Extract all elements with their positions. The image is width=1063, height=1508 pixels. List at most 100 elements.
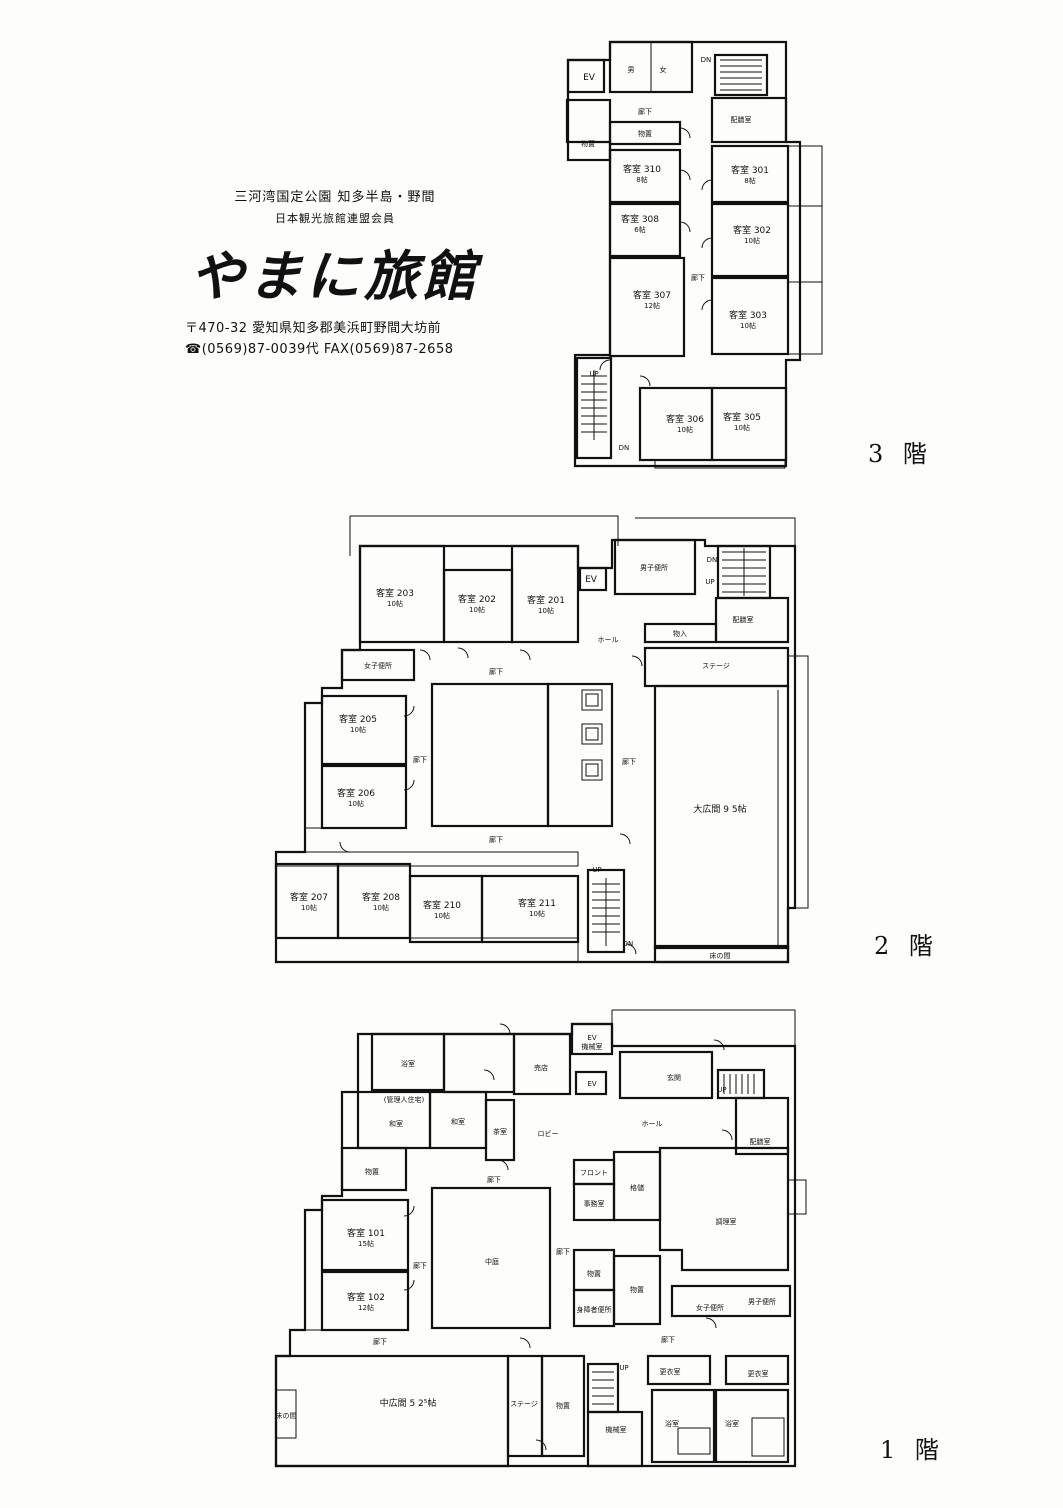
floor-2-plan: EV 男子便所 DN UP 配膳室 物入 ホール ステージ 女子便所 廊下 廊下… xyxy=(274,515,809,964)
floor-2-label: 2 階 xyxy=(874,932,939,960)
f3-female-wc-label: 女 xyxy=(660,65,667,74)
park-line: 三河湾国定公園 知多半島・野間 xyxy=(234,190,436,205)
f2-up2-label: UP xyxy=(592,866,601,874)
f1-bath1-label: 浴室 xyxy=(665,1419,679,1428)
room-206-label: 客室 206 xyxy=(337,787,375,799)
f1-hall3-label: 廊下 xyxy=(556,1247,570,1256)
f1-washitsu2-label: 和室 xyxy=(451,1117,465,1126)
f2-storage-label: 物入 xyxy=(673,629,687,638)
room-303-label: 客室 303 xyxy=(729,309,767,321)
f2-dn2-label: DN xyxy=(623,940,634,948)
phone-fax: ☎(0569)87-0039代 FAX(0569)87-2658 xyxy=(185,342,454,357)
f1-dressing2-label: 更衣室 xyxy=(748,1369,769,1378)
floor-1-label: 1 階 xyxy=(880,1436,945,1464)
f1-storage2-label: 物置 xyxy=(587,1269,601,1278)
f3-hall-mid-label: 廊下 xyxy=(691,273,705,282)
f2-hall4-label: 廊下 xyxy=(489,835,503,844)
f1-kitchen-label: 調理室 xyxy=(716,1217,737,1226)
f3-dn-bottom-label: DN xyxy=(619,444,630,452)
f1-manager-label: (管理人住宅) xyxy=(384,1095,425,1104)
room-208-label: 客室 208 xyxy=(362,891,400,903)
ryokan-logo: やまに旅館 xyxy=(190,244,480,308)
f2-pantry-label: 配膳室 xyxy=(733,615,754,624)
f1-shop-label: 売店 xyxy=(534,1063,548,1072)
f1-up2-label: UP xyxy=(619,1364,628,1372)
room-201-label: 客室 201 xyxy=(527,594,565,606)
f3-ev-label: EV xyxy=(583,73,596,83)
room-306-label: 客室 306 xyxy=(666,413,704,425)
floor-3-label: 3 階 xyxy=(868,440,933,468)
f1-front-label: フロント xyxy=(580,1169,608,1177)
f3-hall-top-label: 廊下 xyxy=(638,107,652,116)
f2-dn-label: DN xyxy=(707,556,718,564)
association-line: 日本観光旅館連盟会員 xyxy=(275,212,395,225)
f2-alcove-label: 床の間 xyxy=(710,951,731,960)
f1-entrance-label: 玄関 xyxy=(667,1073,681,1082)
room-205-size: 10帖 xyxy=(350,725,366,734)
f2-ev-label: EV xyxy=(585,575,598,585)
room-307-size: 12帖 xyxy=(644,301,660,310)
f1-pantry-label: 配膳室 xyxy=(750,1137,771,1146)
room-307-label: 客室 307 xyxy=(633,289,671,301)
room-205-label: 客室 205 xyxy=(339,713,377,725)
f2-hallroom-label: ホール xyxy=(598,636,619,644)
f1-stock-label: 格儲 xyxy=(630,1183,644,1192)
room-102-label: 客室 102 xyxy=(347,1291,385,1303)
f1-bathroom-label: 浴室 xyxy=(401,1059,415,1068)
f1-hallroom-label: ホール xyxy=(642,1120,663,1128)
f1-lobby-label: ロビー xyxy=(538,1129,559,1138)
room-210-size: 10帖 xyxy=(434,911,450,920)
f3-up-label: UP xyxy=(589,370,598,378)
room-301-size: 8帖 xyxy=(744,176,755,185)
f1-hall5-label: 廊下 xyxy=(661,1335,675,1344)
room-203-label: 客室 203 xyxy=(376,587,414,599)
f1-mid-hall-label: 中広間 5 2⁵帖 xyxy=(380,1397,437,1409)
room-308-size: 6帖 xyxy=(634,225,645,234)
f3-male-wc-label: 男 xyxy=(628,66,635,74)
f1-stage-label: ステージ xyxy=(510,1400,538,1408)
room-210-label: 客室 210 xyxy=(423,899,461,911)
room-101-size: 15帖 xyxy=(358,1239,374,1248)
f2-stage-label: ステージ xyxy=(702,662,730,670)
f1-up-label: UP xyxy=(717,1086,726,1094)
f1-machine2-label: 機械室 xyxy=(606,1425,627,1434)
floor-1-plan: 浴室 EV 機械室 EV 売店 玄関 UP (管理人住宅) 和室 和室 茶室 ロ… xyxy=(274,1009,807,1468)
f1-alcove-label: 床の間 xyxy=(276,1411,297,1420)
f1-storage1-label: 物置 xyxy=(365,1167,379,1176)
address: 〒470-32 愛知県知多郡美浜町野間大坊前 xyxy=(185,321,442,336)
f1-bath2-label: 浴室 xyxy=(725,1419,739,1428)
f1-hall1-label: 廊下 xyxy=(487,1175,501,1184)
f1-courtyard-label: 中庭 xyxy=(485,1257,499,1266)
f2-up-label: UP xyxy=(705,578,714,586)
room-308-label: 客室 308 xyxy=(621,213,659,225)
f1-hall4-label: 廊下 xyxy=(373,1337,387,1346)
f2-big-hall-label: 大広間 9 5帖 xyxy=(693,803,746,815)
room-211-size: 10帖 xyxy=(529,909,545,918)
room-305-label: 客室 305 xyxy=(723,411,761,423)
room-202-size: 10帖 xyxy=(469,605,485,614)
f3-storage2-label: 物置 xyxy=(581,139,595,148)
f3-dn-top-label: DN xyxy=(701,56,712,64)
room-303-size: 10帖 xyxy=(740,321,756,330)
room-302-size: 10帖 xyxy=(744,236,760,245)
room-211-label: 客室 211 xyxy=(518,897,556,909)
room-310-label: 客室 310 xyxy=(623,163,661,175)
f1-storage3-label: 物置 xyxy=(630,1285,644,1294)
room-201-size: 10帖 xyxy=(538,606,554,615)
f3-pantry-label: 配膳室 xyxy=(731,115,752,124)
f1-washitsu1-label: 和室 xyxy=(389,1119,403,1128)
f2-hall3-label: 廊下 xyxy=(622,757,636,766)
f1-ev-machine-label: 機械室 xyxy=(582,1042,603,1051)
room-207-size: 10帖 xyxy=(301,903,317,912)
ryokan-header: 三河湾国定公園 知多半島・野間 日本観光旅館連盟会員 やまに旅館 〒470-32… xyxy=(185,186,485,357)
room-301-label: 客室 301 xyxy=(731,164,769,176)
room-305-size: 10帖 xyxy=(734,423,750,432)
room-202-label: 客室 202 xyxy=(458,593,496,605)
f1-accessible-wc-label: 身障者便所 xyxy=(577,1305,612,1314)
f3-storage-label: 物置 xyxy=(638,129,652,138)
room-101-label: 客室 101 xyxy=(347,1227,385,1239)
room-203-size: 10帖 xyxy=(387,599,403,608)
f1-office-label: 事務室 xyxy=(584,1199,605,1208)
f1-storage4-label: 物置 xyxy=(556,1401,570,1410)
